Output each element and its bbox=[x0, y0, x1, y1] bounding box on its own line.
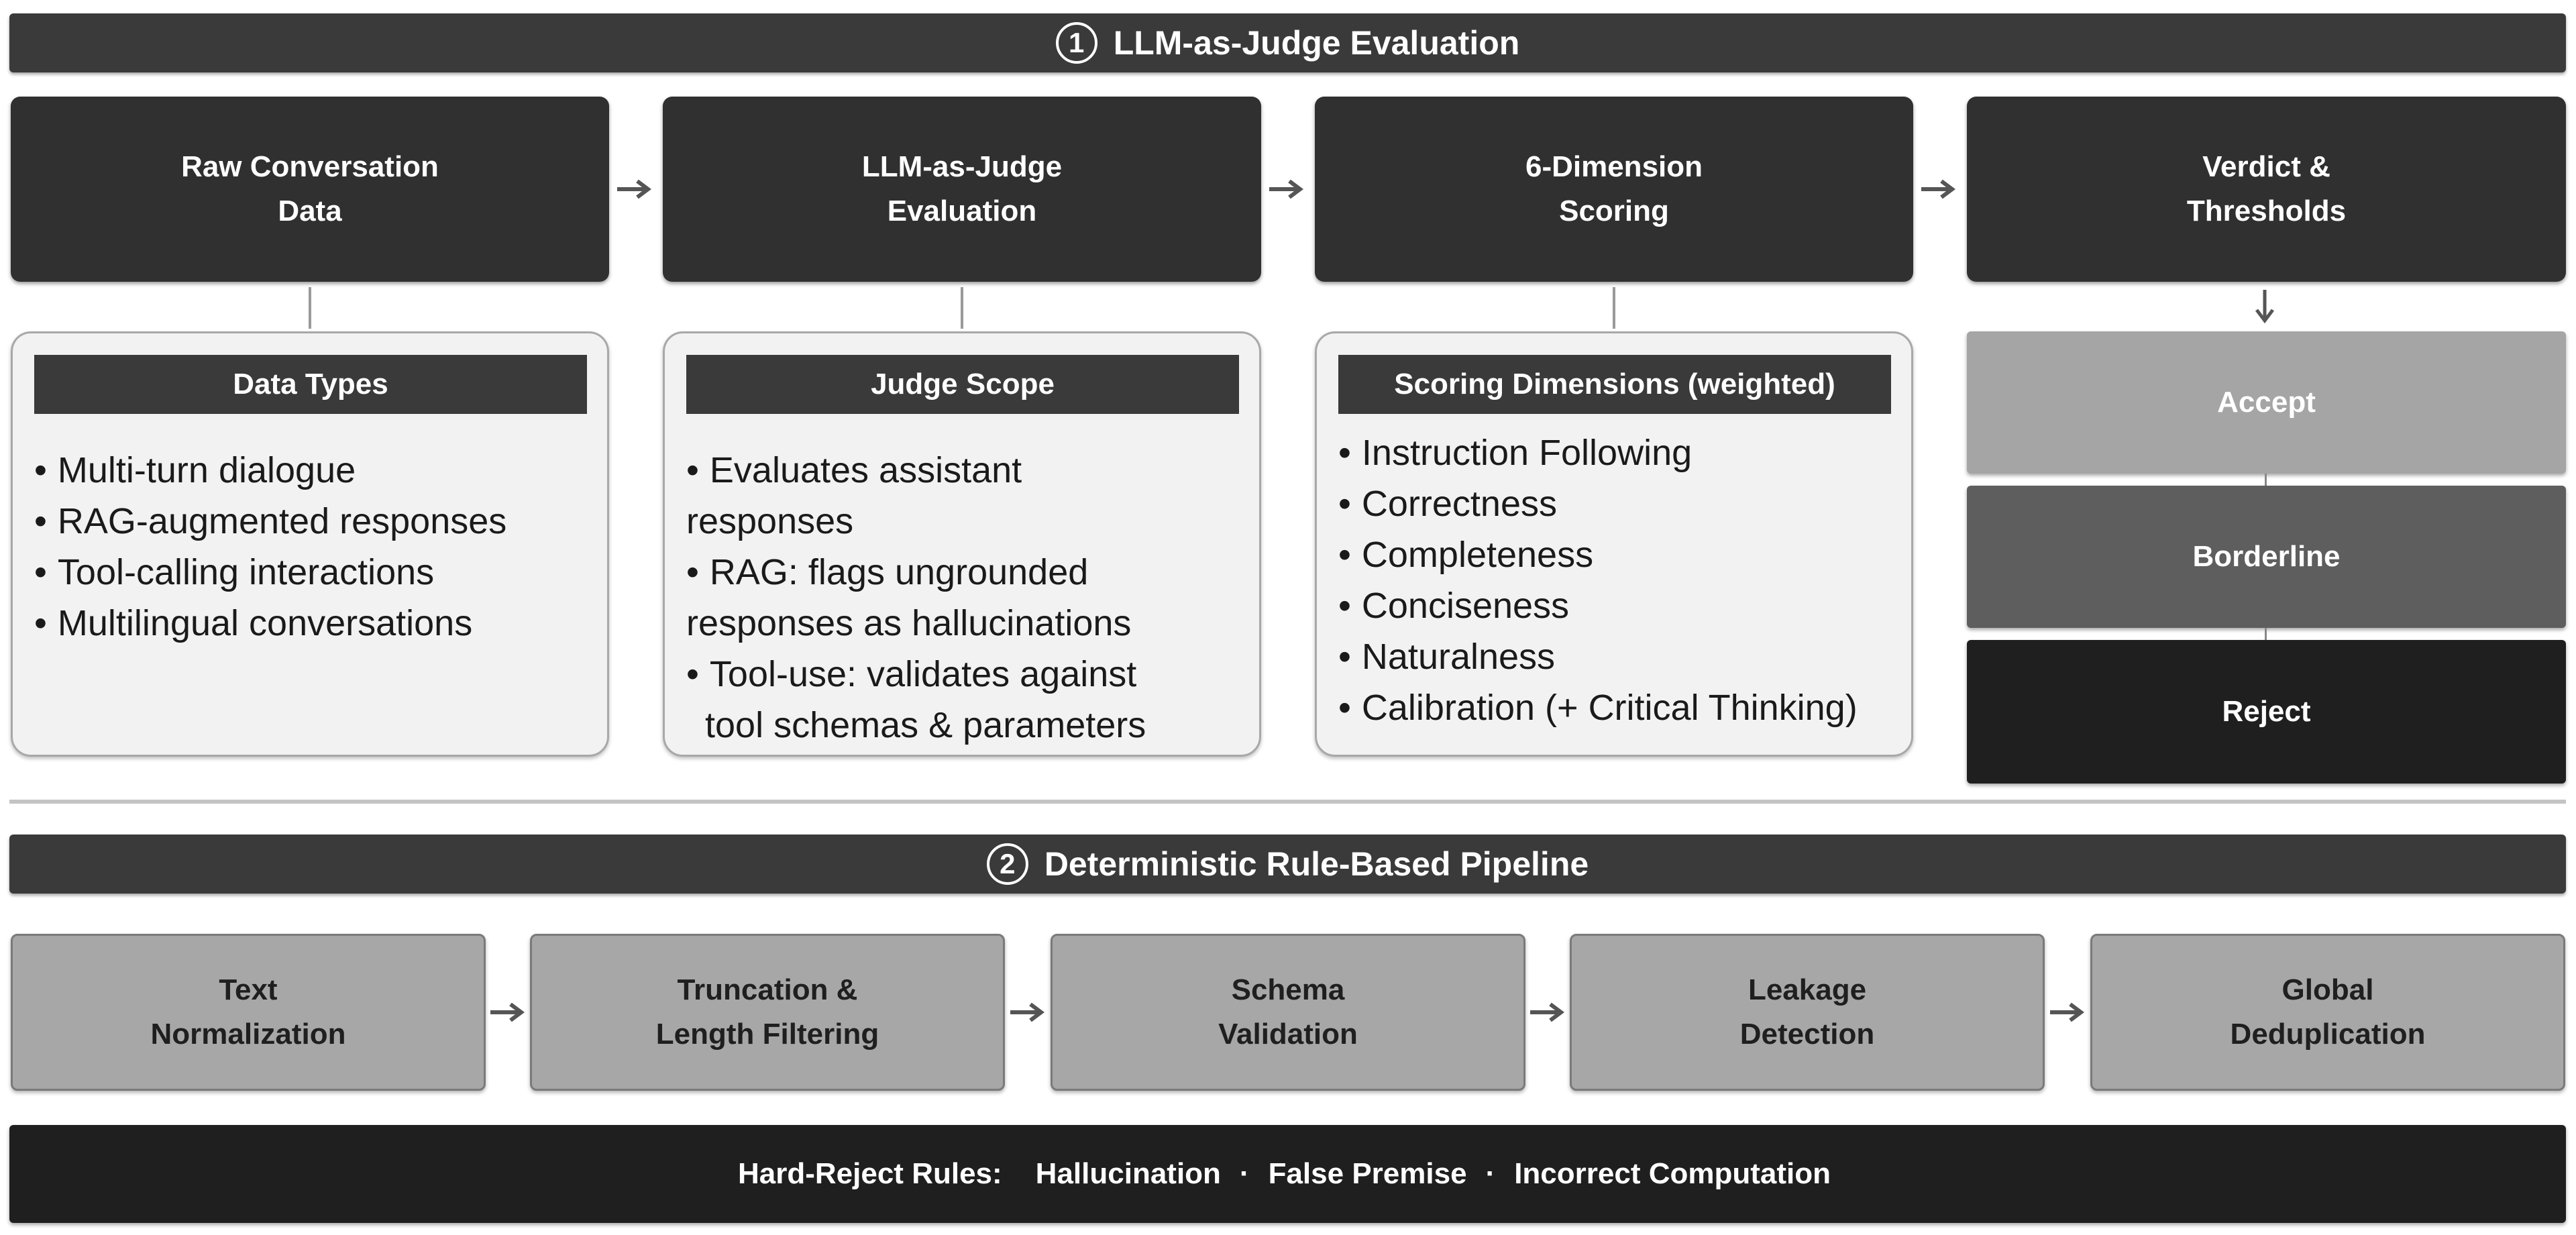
data-types-list: •Multi-turn dialogue •RAG-augmented resp… bbox=[34, 445, 594, 649]
stage-label-line2: Data bbox=[278, 195, 342, 227]
panel-data-types: Data Types •Multi-turn dialogue •RAG-aug… bbox=[11, 331, 609, 757]
hard-reject-label: Hard-Reject Rules: bbox=[738, 1157, 1002, 1190]
arrow-right-icon bbox=[488, 999, 528, 1026]
list-item: •Multi-turn dialogue bbox=[34, 450, 356, 490]
verdict-accept: Accept bbox=[1967, 331, 2566, 474]
hard-reject-rules-bar: Hard-Reject Rules: Hallucination · False… bbox=[9, 1125, 2566, 1223]
arrow-right-icon bbox=[614, 176, 655, 203]
list-item: •Tool-calling interactions bbox=[34, 552, 435, 592]
stage-label-line2: Scoring bbox=[1559, 195, 1669, 227]
verdict-connector bbox=[2265, 628, 2267, 640]
bullet-icon: • bbox=[686, 450, 699, 490]
bullet-icon: • bbox=[34, 450, 47, 490]
stage-label-line2: Evaluation bbox=[887, 195, 1037, 227]
list-item: •Naturalness bbox=[1338, 637, 1556, 677]
section1-number-badge: 1 bbox=[1055, 22, 1097, 64]
bullet-icon: • bbox=[34, 552, 47, 592]
list-item: •Multilingual conversations bbox=[34, 603, 473, 643]
verdict-borderline: Borderline bbox=[1967, 486, 2566, 628]
panel-scoring-dimensions: Scoring Dimensions (weighted) •Instructi… bbox=[1315, 331, 1913, 757]
bullet-icon: • bbox=[1338, 688, 1351, 728]
arrow-right-icon bbox=[1267, 176, 1307, 203]
scoring-dimensions-list: •Instruction Following •Correctness •Com… bbox=[1338, 427, 1898, 733]
stage-label-line1: Raw Conversation bbox=[181, 150, 439, 183]
section2-number-badge: 2 bbox=[986, 843, 1028, 885]
connector-line bbox=[961, 287, 963, 329]
list-item: •Conciseness bbox=[1338, 586, 1570, 626]
arrow-right-icon bbox=[1008, 999, 1048, 1026]
section2-banner: 2 Deterministic Rule-Based Pipeline bbox=[9, 835, 2566, 894]
arrow-right-icon bbox=[1527, 999, 1568, 1026]
list-item: •RAG-augmented responses bbox=[34, 501, 507, 541]
list-item: •Correctness bbox=[1338, 484, 1557, 524]
bullet-icon: • bbox=[686, 654, 699, 694]
section1-banner: 1 LLM-as-Judge Evaluation bbox=[9, 13, 2566, 72]
bullet-icon: • bbox=[34, 603, 47, 643]
bullet-icon: • bbox=[1338, 484, 1351, 524]
section-divider bbox=[9, 800, 2566, 804]
arrow-right-icon bbox=[1919, 176, 1959, 203]
step-truncation-length-filtering: Truncation &Length Filtering bbox=[530, 934, 1005, 1091]
bullet-icon: • bbox=[1338, 637, 1351, 677]
bullet-icon: • bbox=[1338, 433, 1351, 473]
stage-label-line1: LLM-as-Judge bbox=[861, 150, 1063, 183]
separator-dot: · bbox=[1239, 1157, 1250, 1190]
list-item: •Instruction Following bbox=[1338, 433, 1693, 473]
separator-dot: · bbox=[1485, 1157, 1496, 1190]
bullet-icon: • bbox=[686, 552, 699, 592]
rule-incorrect-computation: Incorrect Computation bbox=[1514, 1157, 1831, 1190]
bullet-icon: • bbox=[1338, 535, 1351, 575]
stage-verdict-thresholds: Verdict & Thresholds bbox=[1967, 97, 2566, 282]
panel-header: Scoring Dimensions (weighted) bbox=[1338, 355, 1891, 414]
connector-line bbox=[1613, 287, 1615, 329]
bullet-icon: • bbox=[1338, 586, 1351, 626]
rule-false-premise: False Premise bbox=[1268, 1157, 1467, 1190]
panel-header: Judge Scope bbox=[686, 355, 1239, 414]
stage-label-line2: Thresholds bbox=[2186, 195, 2347, 227]
stage-label-line1: Verdict & bbox=[2202, 150, 2330, 183]
bullet-icon: • bbox=[34, 501, 47, 541]
verdict-reject: Reject bbox=[1967, 640, 2566, 784]
list-item: •Calibration (+ Critical Thinking) bbox=[1338, 688, 1858, 728]
list-item: •Completeness bbox=[1338, 535, 1594, 575]
panel-header: Data Types bbox=[34, 355, 587, 414]
rule-hallucination: Hallucination bbox=[1035, 1157, 1221, 1190]
arrow-down-icon bbox=[2251, 288, 2278, 326]
arrow-right-icon bbox=[2047, 999, 2088, 1026]
connector-line bbox=[309, 287, 311, 329]
verdict-connector bbox=[2265, 474, 2267, 486]
section1-title: LLM-as-Judge Evaluation bbox=[1113, 24, 1520, 62]
section2-title: Deterministic Rule-Based Pipeline bbox=[1044, 845, 1589, 883]
stage-label-line1: 6-Dimension bbox=[1525, 150, 1703, 183]
